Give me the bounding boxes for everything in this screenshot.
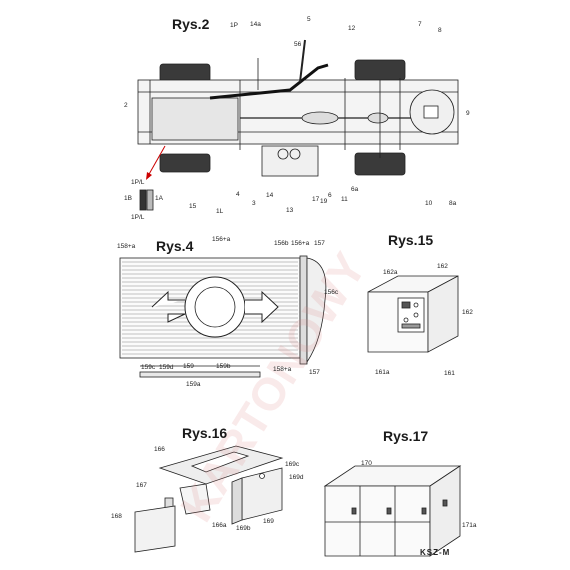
- rys2-title: Rys.2: [172, 16, 210, 32]
- callout-label: 156+a: [291, 240, 310, 247]
- grille-emblem-center: [194, 286, 236, 328]
- part-166a: [179, 483, 211, 515]
- callout-label: 169b: [236, 525, 251, 532]
- grille-arrow: [151, 290, 279, 324]
- callout-label: 159c: [141, 364, 156, 371]
- box15-side: [427, 275, 459, 353]
- callout-label: 6: [328, 192, 332, 199]
- wheel-front-right: [159, 153, 211, 173]
- grille-side-panel: [306, 257, 327, 364]
- callout-label: 17: [312, 196, 320, 203]
- callout-label: 162: [437, 263, 448, 270]
- callout-label: 10: [425, 200, 433, 207]
- publisher-logo: KSZ-M: [420, 548, 451, 557]
- callout-label: 19: [320, 198, 328, 205]
- callout-label: 169d: [289, 474, 304, 481]
- callout-label: 156b: [274, 240, 289, 247]
- rys17-title: Rys.17: [383, 428, 429, 444]
- rys4-title: Rys.4: [156, 238, 194, 254]
- callout-label: 157: [314, 240, 325, 247]
- callout-label: 159a: [186, 381, 201, 388]
- callout-label: 8: [438, 27, 442, 34]
- callout-label: 159: [183, 363, 194, 370]
- callout-label: 171a: [462, 522, 477, 529]
- callout-label: 1P: [230, 22, 238, 29]
- callout-label: 1P/L: [131, 214, 145, 221]
- callout-label: 168: [111, 513, 122, 520]
- rys15-title: Rys.15: [388, 232, 434, 248]
- engine-block: [151, 97, 239, 141]
- callout-label: 156c: [324, 289, 339, 296]
- grille-bottom-strip: [139, 371, 261, 378]
- callout-label: 56: [294, 41, 302, 48]
- callout-label: 158+a: [117, 243, 136, 250]
- callout-label: 161: [444, 370, 455, 377]
- part-1b: [139, 189, 147, 211]
- callout-label: 159b: [216, 363, 231, 370]
- callout-label: 156+a: [212, 236, 231, 243]
- part-168: [134, 505, 176, 553]
- callout-label: 157: [309, 369, 320, 376]
- callout-label: 162: [462, 309, 473, 316]
- callout-label: 1L: [216, 208, 224, 215]
- rys2-chassis-drawing: [137, 39, 459, 211]
- callout-label: 15: [189, 203, 197, 210]
- callout-label: 14a: [250, 21, 261, 28]
- callout-label: 4: [236, 191, 240, 198]
- rys15-box-drawing: [367, 275, 459, 353]
- callout-label: 2: [124, 102, 128, 109]
- cabinet-front: [324, 485, 431, 557]
- callout-label: 166: [154, 446, 165, 453]
- battery-box: [261, 145, 319, 177]
- callout-label: 9: [466, 110, 470, 117]
- callout-label: 169: [263, 518, 274, 525]
- wheel-rear-left: [354, 59, 406, 81]
- callout-label: 162a: [383, 269, 398, 276]
- callout-label: 13: [286, 207, 294, 214]
- callout-label: 166a: [212, 522, 227, 529]
- callout-label: 11: [341, 196, 348, 203]
- rys4-grille-drawing: [119, 255, 327, 378]
- callout-label: 1P/L: [131, 179, 145, 186]
- callout-label: 5: [307, 16, 311, 23]
- callout-label: 1B: [124, 195, 132, 202]
- rys16-panel-drawing: [134, 445, 284, 553]
- callout-label: 170: [361, 460, 372, 467]
- callout-label: 1A: [155, 195, 163, 202]
- rys16-title: Rys.16: [182, 425, 228, 441]
- callout-label: 167: [136, 482, 147, 489]
- callout-label: 169c: [285, 461, 300, 468]
- callout-label: 6a: [351, 186, 359, 193]
- wheel-front-left: [159, 63, 211, 83]
- callout-label: 161a: [375, 369, 390, 376]
- exhaust-pipe: [209, 63, 329, 100]
- callout-label: 8a: [449, 200, 457, 207]
- part-1a: [146, 189, 154, 211]
- callout-label: 14: [266, 192, 274, 199]
- rys17-cabinet-drawing: [323, 465, 462, 557]
- callout-label: 3: [252, 200, 256, 207]
- cabinet-side: [429, 465, 461, 557]
- callout-label: 158+a: [273, 366, 292, 373]
- callout-label: 12: [348, 25, 356, 32]
- callout-label: 7: [418, 21, 422, 28]
- callout-label: 159d: [159, 364, 174, 371]
